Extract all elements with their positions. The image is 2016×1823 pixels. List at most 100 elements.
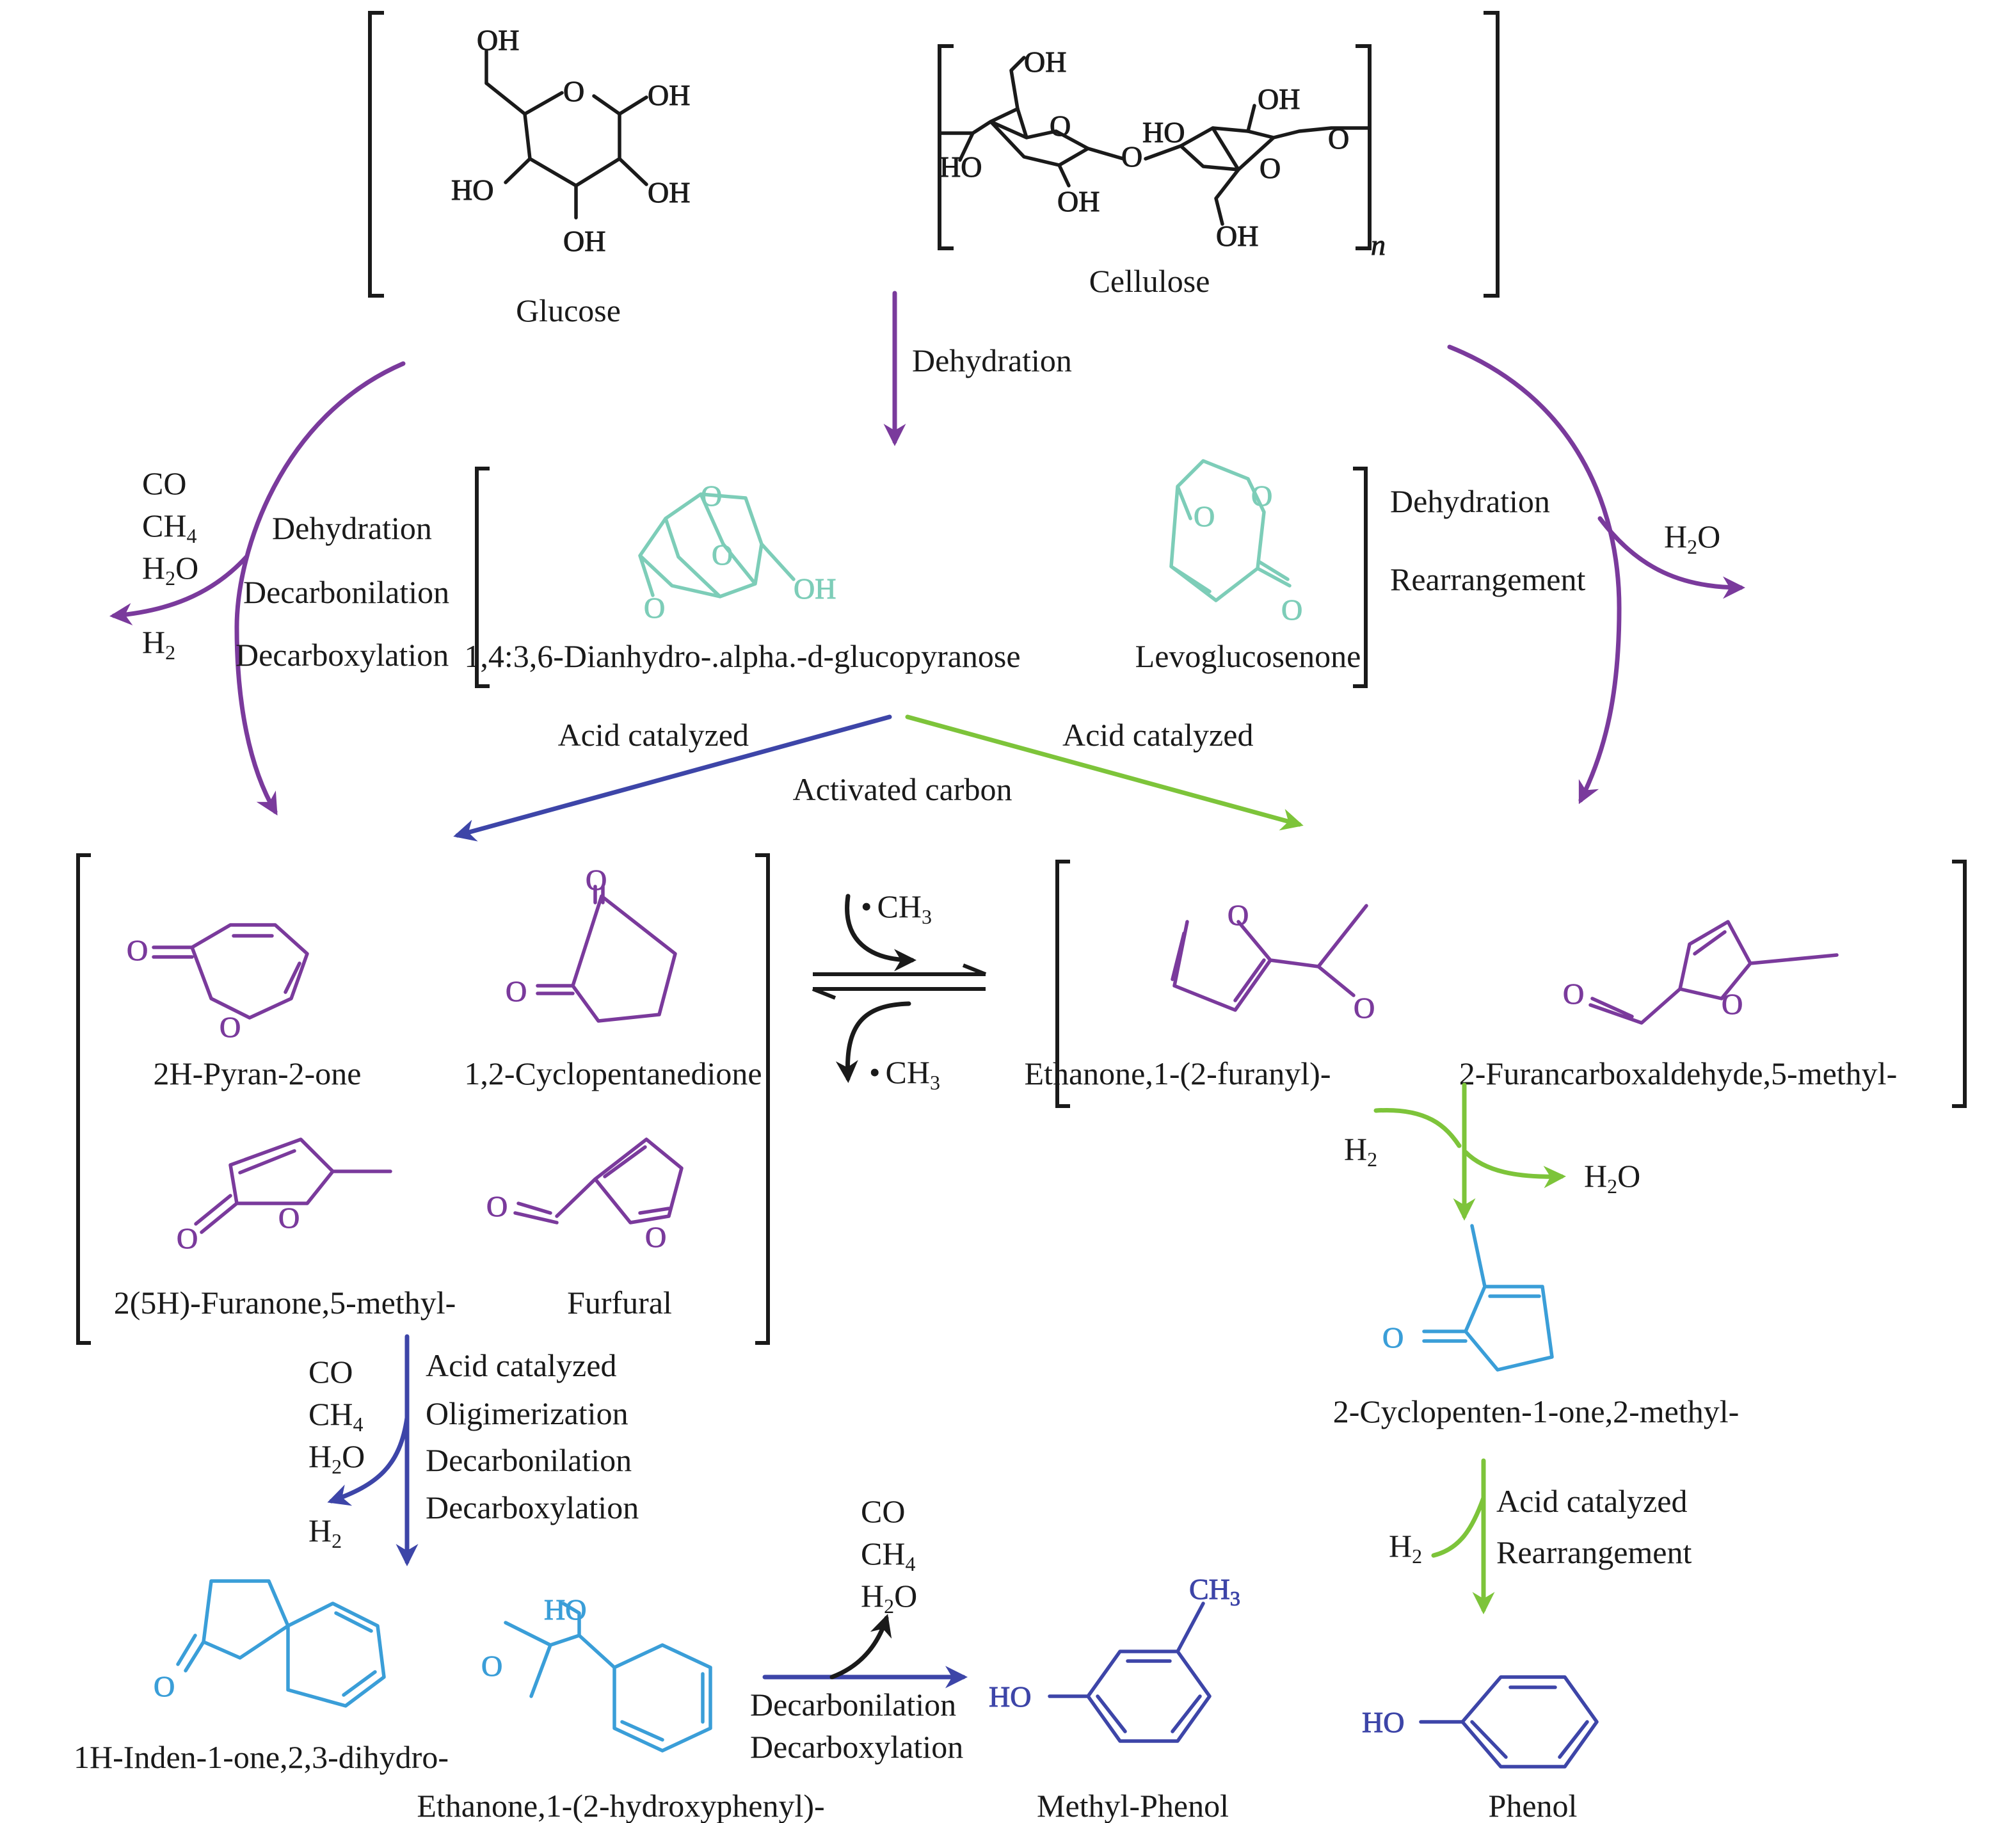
cyclopentanedione-o-top: O: [586, 863, 607, 896]
furfural-structure: O O: [486, 1137, 684, 1254]
left-byproduct-h2o: H2O: [142, 550, 198, 590]
methylphenol-structure: HO CH3: [989, 1573, 1240, 1743]
methylfurfural-o-aldehyde: O: [1563, 977, 1584, 1010]
step-acid-catalyzed-left: Acid catalyzed: [558, 717, 749, 753]
furfural-o-ring: O: [645, 1221, 666, 1253]
methylphenol-ch3-main: CH: [1189, 1573, 1230, 1605]
glucose-oh-bottom: OH: [563, 225, 605, 257]
cyclopentanedione-label: 1,2-Cyclopentanedione: [464, 1056, 762, 1091]
glucose-ho-left: HO: [451, 173, 493, 206]
hydrogenation-h2-sub: 2: [1367, 1148, 1377, 1171]
right-curved-arrow: [1447, 344, 1622, 805]
methyl-remove-sub: 3: [930, 1071, 940, 1094]
lower-right-bracket-right: [1952, 860, 1967, 1108]
phenol-h2-curve: [1431, 1495, 1486, 1558]
step-left-decarbonilation: Decarbonilation: [243, 574, 449, 610]
cyclopentanedione-structure: O O: [506, 863, 677, 1023]
cellulose-ring-o-1: O: [1050, 109, 1071, 142]
acetylfuran-o-carbonyl: O: [1354, 992, 1375, 1024]
lower-byproduct-h2o-o: O: [342, 1438, 365, 1474]
mid-bracket-left: [475, 467, 490, 688]
left-curved-arrow: [234, 361, 406, 816]
cyclopentenone-label: 2-Cyclopenten-1-one,2-methyl-: [1333, 1393, 1740, 1429]
methylphenol-ch3: CH3: [1189, 1573, 1240, 1610]
indanone-structure: O: [154, 1579, 386, 1708]
acetylfuran-label: Ethanone,1-(2-furanyl)-: [1025, 1056, 1331, 1091]
acetylfuran-structure: O O: [1171, 899, 1375, 1025]
methylphenol-ch3-sub: 3: [1230, 1587, 1240, 1610]
water-release-h2o-h: H: [1584, 1158, 1607, 1194]
top-bracket-right: [1484, 11, 1500, 298]
cellulose-ho-left: HO: [940, 150, 982, 183]
step-top-dehydration: Dehydration: [912, 342, 1072, 378]
step-activated-carbon: Activated carbon: [793, 771, 1012, 807]
furanone-o-ring: O: [278, 1201, 300, 1234]
step-bottom-decarboxylation: Decarboxylation: [750, 1729, 963, 1765]
glucose-structure: O OH OH OH HO OH: [451, 24, 691, 258]
levoglucosenone-o-carbonyl: O: [1281, 593, 1302, 626]
methyl-add-dot: •: [861, 888, 872, 924]
left-byproduct-arrow: [109, 554, 249, 626]
glucose-oh-lower-right: OH: [648, 176, 690, 209]
right-byproduct-h2o-o: O: [1697, 518, 1720, 554]
left-byproduct-h2o-o: O: [175, 550, 198, 586]
lower-byproduct-h2o-sub: 2: [332, 1455, 342, 1478]
step-acid-catalyzed-right: Acid catalyzed: [1062, 717, 1253, 753]
hydroxyacetophenone-structure: HO O: [481, 1593, 712, 1753]
acid-catalyzed-right-arrow: [905, 714, 1304, 831]
step-lower-decarbonilation: Decarbonilation: [426, 1442, 632, 1478]
methyl-add-ch: CH: [877, 888, 922, 924]
glucose-ring-o: O: [563, 75, 584, 108]
step-right-dehydration: Dehydration: [1390, 483, 1550, 519]
phenol-step-h2: H2: [1389, 1528, 1422, 1568]
dianhydro-o-left: O: [644, 591, 665, 624]
bottom-byproduct-h2o: H2O: [861, 1578, 917, 1618]
left-byproduct-h2o-h: H: [142, 550, 165, 586]
step-left-decarboxylation: Decarboxylation: [236, 637, 449, 673]
methylphenol-ho: HO: [989, 1680, 1031, 1713]
water-release-h2o: H2O: [1584, 1158, 1640, 1198]
lower-byproduct-h2-sub: 2: [332, 1529, 342, 1552]
left-byproduct-ch4: CH4: [142, 508, 196, 547]
methyl-add-label: •CH3: [861, 888, 932, 928]
cellulose-label: Cellulose: [1089, 263, 1210, 299]
glucose-label: Glucose: [516, 293, 621, 328]
indanone-o-carbonyl: O: [154, 1670, 175, 1703]
dianhydro-o-mid: O: [712, 538, 733, 571]
lower-byproduct-co: CO: [308, 1354, 353, 1390]
hydrogenation-h2: H2: [1344, 1131, 1377, 1171]
indanone-label: 1H-Inden-1-one,2,3-dihydro-: [74, 1739, 449, 1775]
step-left-dehydration: Dehydration: [272, 510, 432, 546]
lower-byproducts: CO CH4 H2O H2: [308, 1354, 365, 1552]
pyranone-structure: O O: [127, 923, 309, 1044]
methyl-add-sub: 3: [922, 905, 932, 928]
bottom-byproduct-co: CO: [861, 1493, 905, 1529]
lower-byproduct-h2o: H2O: [308, 1438, 365, 1478]
acid-catalyzed-left-arrow: [453, 714, 892, 842]
levoglucosenone-label: Levoglucosenone: [1135, 638, 1361, 674]
lower-byproduct-ch4: CH4: [308, 1396, 363, 1436]
acetylfuran-o-ring: O: [1228, 899, 1249, 931]
bottom-byproduct-ch4: CH4: [861, 1536, 915, 1575]
bottom-byproduct-h2o-h: H: [861, 1578, 884, 1614]
cellulose-oh-bottom-left: OH: [1057, 185, 1100, 218]
h2-intake-curve: [1373, 1107, 1462, 1148]
step-lower-acid-catalyzed: Acid catalyzed: [426, 1347, 616, 1383]
phenol-step-h2-sub: 2: [1412, 1545, 1422, 1568]
step-right-low-rearrangement: Rearrangement: [1496, 1534, 1692, 1570]
methylfurfural-label: 2-Furancarboxaldehyde,5-methyl-: [1459, 1056, 1897, 1091]
cellulose-repeat-n: n: [1371, 229, 1386, 261]
cellulose-oh-bottom-right: OH: [1216, 220, 1258, 252]
pyranone-o-carbonyl: O: [127, 934, 148, 967]
bottom-byproduct-h2o-o: O: [894, 1578, 917, 1614]
dianhydro-label: 1,4:3,6-Dianhydro-.alpha.-d-glucopyranos…: [464, 638, 1020, 674]
cyclopentenone-structure: O: [1382, 1224, 1554, 1372]
cellulose-o-end: O: [1328, 122, 1349, 155]
dianhydro-o-top: O: [701, 479, 722, 512]
lower-left-bracket-left: [76, 853, 91, 1345]
levoglucosenone-o-top: O: [1251, 479, 1272, 512]
lower-left-bracket-right: [755, 853, 770, 1345]
left-byproduct-ch4-main: CH: [142, 508, 186, 543]
step-right-low-acid-catalyzed: Acid catalyzed: [1496, 1483, 1687, 1519]
